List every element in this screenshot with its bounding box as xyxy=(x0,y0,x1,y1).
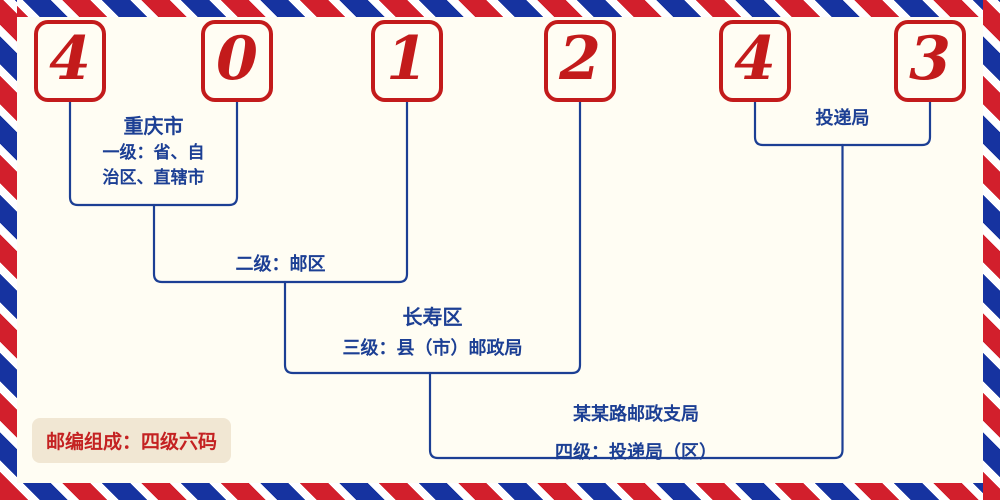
level3-connector-line xyxy=(283,100,582,375)
postal-digit-4: 2 xyxy=(559,24,601,94)
airmail-border-top xyxy=(0,0,1000,17)
postal-digit-box-4: 2 xyxy=(544,20,616,102)
level4-description: 四级：投递局（区） xyxy=(555,442,717,464)
level1-description-line1: 一级：省、自 xyxy=(102,143,205,163)
level2-annotation: 二级：邮区 xyxy=(235,254,326,275)
postal-composition-note: 邮编组成：四级六码 xyxy=(32,418,232,463)
postal-digit-box-3: 1 xyxy=(371,20,443,102)
level2-connector-line xyxy=(152,100,409,284)
postal-digit-box-6: 3 xyxy=(894,20,966,102)
level4-place-name: 某某路邮政支局 xyxy=(573,404,699,425)
airmail-border-right xyxy=(983,0,1000,500)
postal-digit-6: 3 xyxy=(909,24,951,94)
level1-description-line2: 治区、直辖市 xyxy=(102,167,205,188)
delivery-office-label: 投递局 xyxy=(815,108,870,129)
airmail-border-bottom xyxy=(0,483,1000,500)
level1-annotation: 重庆市 一级：省、自 治区、直辖市 xyxy=(70,112,237,190)
level4-annotation: 某某路邮政支局 四级：投递局（区） xyxy=(430,390,842,466)
postal-digit-box-1: 4 xyxy=(34,20,106,102)
postal-digit-5: 4 xyxy=(734,24,776,94)
postal-digit-3: 1 xyxy=(386,24,428,94)
level1-place-name: 重庆市 xyxy=(123,114,184,138)
level3-place-name: 长寿区 xyxy=(402,305,463,329)
level4-connector-line xyxy=(428,143,844,460)
postal-digit-box-5: 4 xyxy=(719,20,791,102)
level3-description: 三级：县（市）邮政局 xyxy=(342,338,523,359)
airmail-border-left xyxy=(0,0,17,500)
postal-digit-2: 0 xyxy=(216,24,258,94)
postal-digit-1: 4 xyxy=(49,24,91,94)
level3-annotation: 长寿区 三级：县（市）邮政局 xyxy=(285,303,580,362)
postal-digit-box-2: 0 xyxy=(201,20,273,102)
